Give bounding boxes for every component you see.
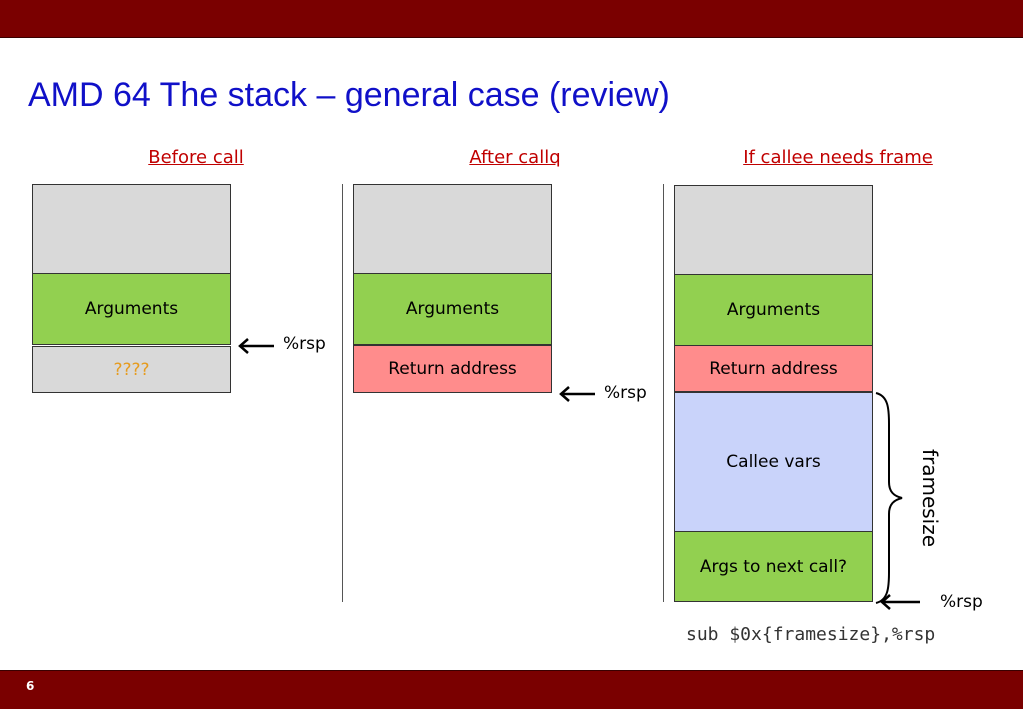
stack-block-empty [353, 184, 552, 274]
curly-brace-icon [875, 392, 903, 604]
stack-block-unknown: ???? [32, 346, 231, 393]
rsp-label: %rsp [940, 592, 983, 612]
heading-after-callq: After callq [469, 147, 561, 168]
arrow-left-icon [559, 386, 595, 402]
heading-callee-frame: If callee needs frame [743, 147, 933, 168]
stack-block-arguments: Arguments [674, 274, 873, 346]
column-divider [663, 184, 664, 602]
rsp-label: %rsp [604, 383, 647, 403]
sub-instruction: sub $0x{framesize},%rsp [686, 624, 936, 645]
arrow-left-icon [238, 338, 274, 354]
stack-block-arguments: Arguments [32, 273, 231, 345]
stack-block-return-address: Return address [674, 345, 873, 392]
framesize-label: framesize [918, 448, 942, 548]
column-divider [342, 184, 343, 602]
page-number: 6 [26, 679, 35, 693]
header-bar [0, 0, 1023, 38]
arrow-left-icon [880, 594, 920, 610]
footer-bar: 6 [0, 670, 1023, 709]
stack-block-empty [674, 185, 873, 275]
slide-title: AMD 64 The stack – general case (review) [28, 76, 670, 114]
rsp-label: %rsp [283, 334, 326, 354]
heading-before-call: Before call [148, 147, 244, 168]
stack-block-return-address: Return address [353, 345, 552, 393]
stack-block-arguments: Arguments [353, 273, 552, 345]
stack-block-callee-vars: Callee vars [674, 392, 873, 532]
stack-block-empty [32, 184, 231, 274]
stack-block-next-args: Args to next call? [674, 531, 873, 602]
